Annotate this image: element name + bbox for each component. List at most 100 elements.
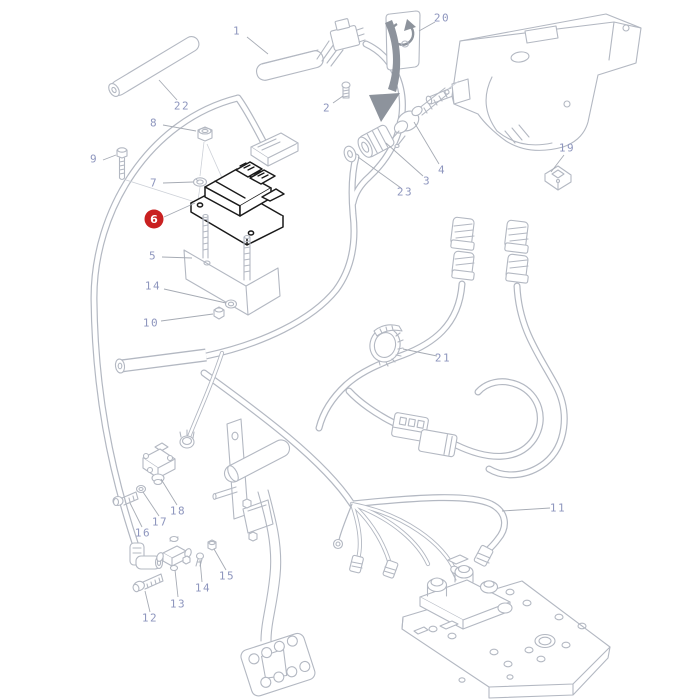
callout-sleeve-tube[interactable]: 22 (158, 79, 190, 113)
callout-leader-line (501, 507, 551, 512)
callout-leader-line (213, 548, 227, 571)
callout-leader-line (160, 313, 214, 322)
part-connector-pair (391, 412, 458, 458)
part-solenoid-valve (156, 535, 192, 572)
callout-hex-nut[interactable]: 15 (213, 548, 235, 583)
callout-number[interactable]: 11 (550, 502, 566, 515)
callout-retaining-clip[interactable]: 19 (550, 142, 575, 173)
callout-number[interactable]: 8 (150, 117, 158, 130)
callout-lock-washer[interactable]: 7 (150, 177, 194, 190)
callout-leader-line (332, 95, 344, 104)
callout-grommet[interactable]: 23 (357, 156, 413, 199)
callout-number[interactable]: 18 (170, 505, 186, 518)
part-flange-bolt-16 (112, 491, 139, 507)
callout-number[interactable]: 6 (150, 213, 158, 226)
part-pedal-assembly (212, 418, 316, 697)
callout-leader-line (418, 21, 436, 32)
part-washer-14 (224, 299, 238, 309)
callout-number[interactable]: 22 (174, 100, 190, 113)
part-handle-housing (425, 13, 642, 151)
callout-number[interactable]: 10 (143, 317, 159, 330)
part-cable-tie (369, 324, 404, 367)
callout-number[interactable]: 1 (233, 25, 241, 38)
callout-mounting-bracket[interactable]: 5 (149, 250, 193, 263)
callout-number[interactable]: 19 (559, 142, 575, 155)
part-connector-stack-left (450, 216, 475, 281)
part-retaining-clip (544, 165, 572, 191)
callout-cable-tie[interactable]: 21 (402, 348, 451, 365)
part-screw (341, 81, 351, 99)
part-valve-manifold (419, 554, 513, 630)
direction-arrow (369, 20, 401, 122)
callout-number[interactable]: 17 (152, 516, 168, 529)
part-control-unit (190, 161, 285, 246)
callout-number[interactable]: 12 (142, 612, 158, 625)
part-bolt-9 (116, 147, 128, 181)
callout-flange-bolt[interactable]: 16 (129, 502, 151, 540)
part-connector-stack-right (504, 219, 529, 284)
callout-rubber-boot[interactable]: 3 (385, 142, 431, 188)
callout-control-stalk-switch[interactable]: 1 (233, 25, 269, 55)
callout-leader-line (402, 348, 438, 357)
callout-control-unit[interactable]: 6 (144, 202, 196, 229)
callout-washer[interactable]: 14 (145, 280, 227, 304)
callout-number[interactable]: 16 (135, 527, 151, 540)
callout-number[interactable]: 5 (149, 250, 157, 263)
callout-number[interactable]: 4 (438, 164, 446, 177)
part-hex-nut-15 (207, 539, 217, 551)
callout-grub-screw[interactable]: 14 (195, 559, 211, 595)
callout-number[interactable]: 2 (323, 102, 331, 115)
callout-number[interactable]: 14 (195, 582, 211, 595)
part-ecu-connector (250, 132, 299, 167)
callout-leader-line (161, 256, 193, 259)
callout-number[interactable]: 23 (397, 186, 413, 199)
callout-leader-line (142, 491, 160, 517)
part-harness-branch-ends (332, 538, 494, 581)
callout-leader-line (144, 590, 151, 613)
callout-leader-line (163, 288, 227, 304)
callout-nut[interactable]: 8 (150, 117, 197, 132)
callout-leader-line (160, 478, 178, 506)
part-rubber-boot (357, 124, 395, 158)
part-sleeve-tube (108, 36, 200, 97)
part-flange-nut-10 (213, 306, 225, 320)
callout-decal-plate[interactable]: 20 (418, 12, 450, 32)
callout-leader-line (162, 181, 194, 184)
callout-leader-line (385, 142, 424, 177)
callout-solenoid-valve[interactable]: 13 (170, 569, 186, 611)
part-nut-8 (197, 126, 213, 142)
callout-leader-line (413, 121, 440, 165)
callout-number[interactable]: 15 (219, 570, 235, 583)
callout-number[interactable]: 14 (145, 280, 161, 293)
callout-number[interactable]: 20 (434, 12, 450, 25)
part-mounting-bracket (183, 213, 281, 316)
part-spring-washer (135, 484, 147, 494)
part-grommet (343, 145, 357, 163)
part-position-sensor (142, 429, 195, 486)
callout-flange-nut[interactable]: 10 (143, 313, 214, 330)
callout-wiring-harness[interactable]: 11 (501, 502, 566, 515)
part-grub-screw (195, 552, 205, 567)
callout-number[interactable]: 13 (170, 598, 186, 611)
callout-number[interactable]: 3 (423, 175, 431, 188)
callout-hex-bolt[interactable]: 12 (142, 590, 158, 625)
callout-leader-line (163, 202, 196, 218)
highlight-badge[interactable] (144, 209, 164, 229)
part-lock-washer (192, 177, 208, 187)
callout-screw[interactable]: 2 (323, 95, 344, 115)
callout-number[interactable]: 7 (150, 177, 158, 190)
callout-leader-line (158, 79, 178, 101)
callout-bolt[interactable]: 9 (90, 153, 117, 166)
callout-leader-line (246, 36, 269, 55)
callout-spring-washer[interactable]: 17 (142, 491, 168, 529)
callout-sensor-switch[interactable]: 4 (413, 121, 446, 177)
callout-leader-line (162, 124, 197, 132)
callout-leader-line (199, 559, 203, 583)
callout-leader-line (550, 154, 565, 173)
callout-number[interactable]: 21 (435, 352, 451, 365)
callout-position-sensor[interactable]: 18 (160, 478, 186, 518)
callout-number[interactable]: 9 (90, 153, 98, 166)
